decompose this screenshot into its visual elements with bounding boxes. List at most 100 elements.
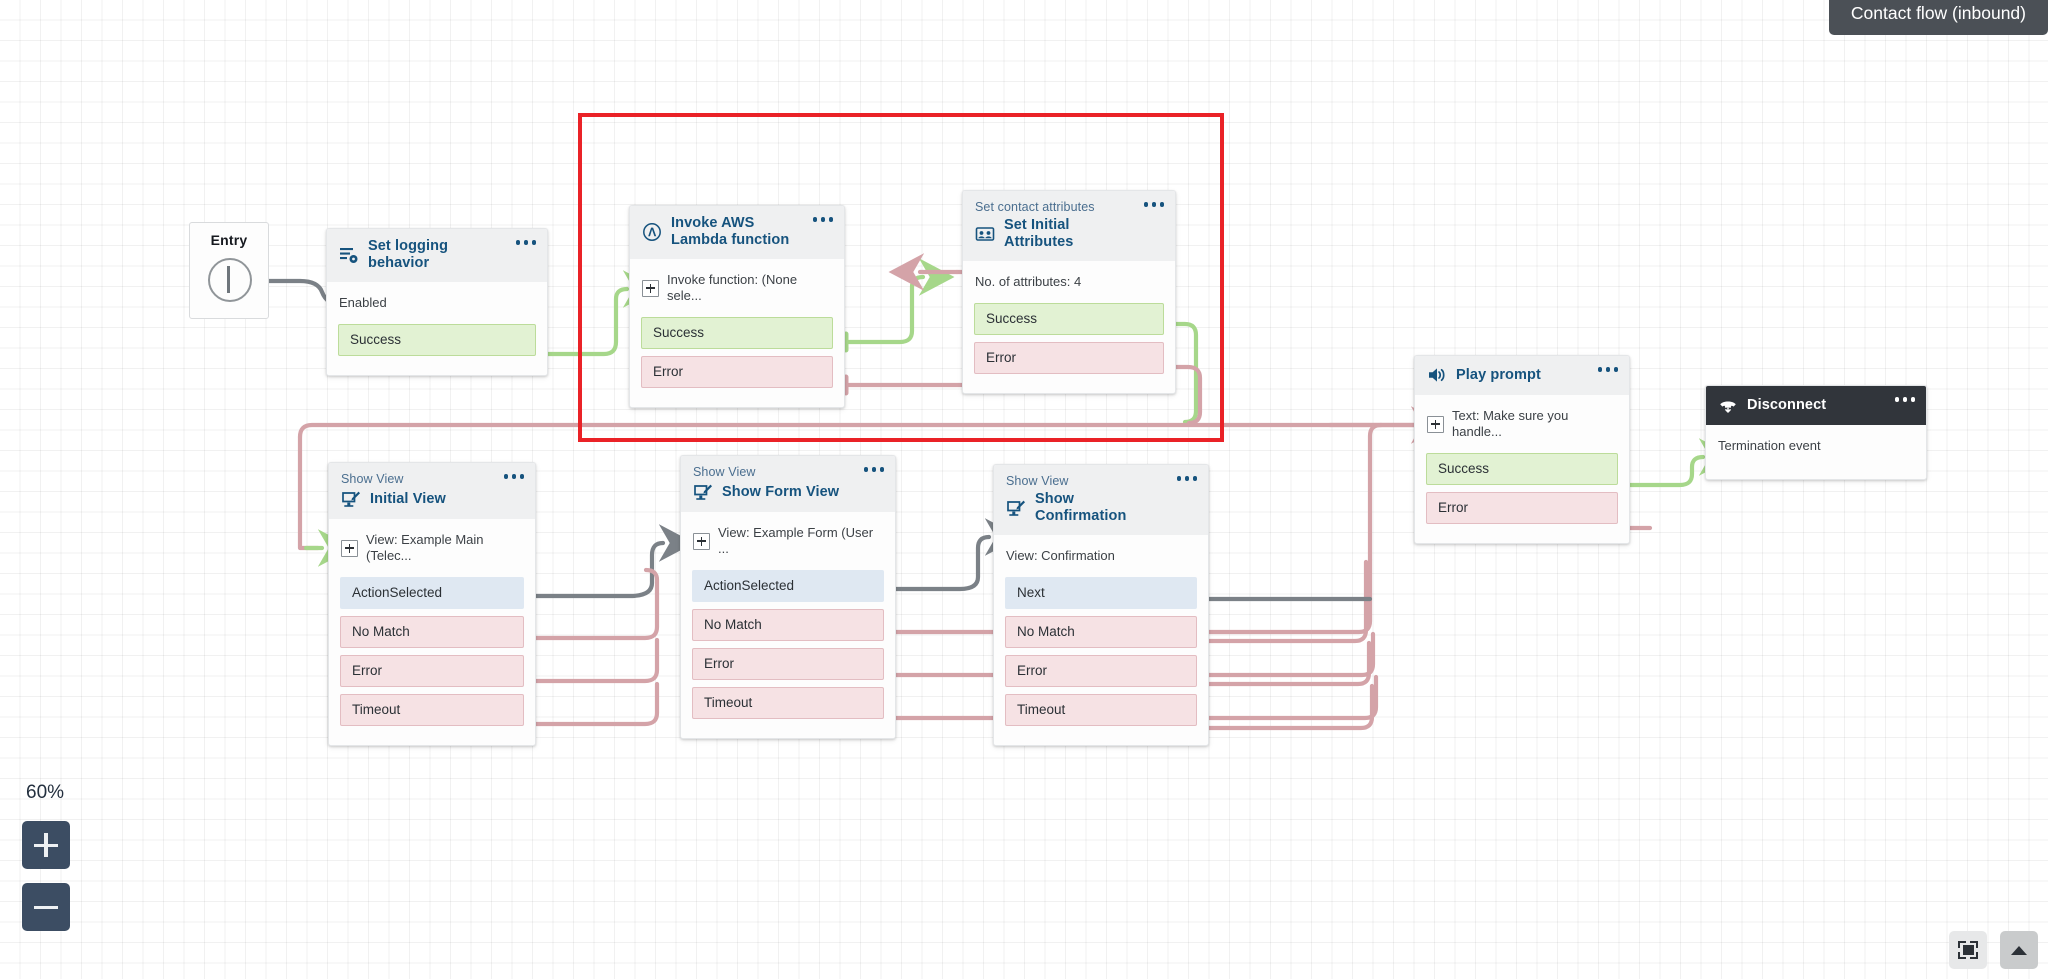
fit-to-screen-icon — [1958, 941, 1978, 959]
port-action-selected[interactable]: ActionSelected — [340, 577, 524, 609]
zoom-in-button[interactable] — [22, 821, 70, 869]
node-param[interactable]: No. of attributes: 4 — [963, 261, 1175, 303]
more-options-icon[interactable] — [1894, 397, 1915, 402]
node-title-text: Disconnect — [1747, 396, 1827, 413]
node-show-form-view[interactable]: Show View Show Form View View: Example F… — [680, 455, 896, 739]
node-param[interactable]: Enabled — [327, 282, 547, 324]
contact-attributes-icon — [975, 227, 995, 241]
zoom-controls: 60% — [22, 782, 70, 945]
node-invoke-aws-lambda-function[interactable]: Invoke AWS Lambda function Invoke functi… — [629, 205, 845, 408]
more-options-icon[interactable] — [1176, 476, 1197, 481]
node-title-row: Set Initial Attributes — [975, 217, 1163, 251]
more-options-icon[interactable] — [812, 217, 833, 222]
node-param[interactable]: View: Confirmation — [994, 535, 1208, 577]
node-param-text: View: Example Form (User ... — [718, 525, 874, 556]
node-title-row: Play prompt — [1427, 365, 1617, 385]
port-no-match[interactable]: No Match — [1005, 616, 1197, 648]
selection-highlight-box — [578, 113, 1224, 442]
node-body: Termination event — [1706, 425, 1926, 479]
more-options-icon[interactable] — [863, 467, 884, 472]
node-body: View: Example Form (User ... ActionSelec… — [681, 512, 895, 738]
collapse-panel-button[interactable] — [2000, 931, 2038, 969]
node-param: Termination event — [1706, 425, 1926, 467]
port-error[interactable]: Error — [974, 342, 1164, 374]
port-error[interactable]: Error — [641, 356, 833, 388]
node-param[interactable]: Invoke function: (None sele... — [630, 259, 844, 317]
zoom-level-label: 60% — [26, 782, 65, 803]
node-title-text: Set logging behavior — [368, 238, 449, 271]
plus-icon[interactable] — [1427, 415, 1444, 433]
node-param-text: Enabled — [339, 295, 387, 310]
node-param[interactable]: View: Example Form (User ... — [681, 512, 895, 570]
node-param[interactable]: View: Example Main (Telec... — [329, 519, 535, 577]
port-success[interactable]: Success — [641, 317, 833, 349]
node-title-text: Play prompt — [1456, 366, 1541, 383]
node-set-initial-attributes[interactable]: Set contact attributes Set Initial Attri… — [962, 190, 1176, 394]
more-options-icon[interactable] — [1597, 367, 1618, 372]
node-initial-view[interactable]: Show View Initial View View: Example Mai… — [328, 462, 536, 746]
entry-label: Entry — [210, 232, 248, 248]
port-error[interactable]: Error — [1005, 655, 1197, 687]
port-timeout[interactable]: Timeout — [692, 687, 884, 719]
port-no-match[interactable]: No Match — [692, 609, 884, 641]
port-error[interactable]: Error — [692, 648, 884, 680]
entry-node[interactable]: Entry — [189, 222, 269, 319]
node-header: Show View Initial View — [329, 463, 535, 519]
node-title-text: Invoke AWS Lambda function — [671, 215, 790, 248]
port-success[interactable]: Success — [338, 324, 536, 356]
canvas-view-controls — [1949, 931, 2038, 969]
more-options-icon[interactable] — [515, 240, 536, 245]
node-header: Disconnect — [1706, 386, 1926, 425]
node-disconnect[interactable]: Disconnect Termination event — [1705, 385, 1927, 480]
port-success[interactable]: Success — [1426, 453, 1618, 485]
node-param-text: View: Example Main (Telec... — [366, 532, 484, 563]
speaker-icon — [1429, 368, 1445, 382]
zoom-out-button[interactable] — [22, 883, 70, 931]
node-header: Set logging behavior — [327, 229, 547, 282]
entry-start-icon — [208, 258, 252, 302]
port-action-selected[interactable]: ActionSelected — [692, 570, 884, 602]
more-options-icon[interactable] — [1143, 202, 1164, 207]
node-param-text: No. of attributes: 4 — [975, 274, 1082, 289]
node-body: Enabled Success — [327, 282, 547, 375]
node-body: Invoke function: (None sele... Success E… — [630, 259, 844, 407]
node-param-text: Text: Make sure you handle... — [1452, 408, 1569, 439]
node-title-row: Show Confirmation — [1006, 491, 1196, 525]
port-error[interactable]: Error — [340, 655, 524, 687]
collapse-panel-icon — [2011, 946, 2027, 955]
node-title-text: Show Form View — [722, 483, 840, 500]
node-kicker: Show View — [693, 465, 756, 479]
lambda-icon — [643, 223, 661, 241]
node-show-confirmation[interactable]: Show View Show Confirmation View: Confir… — [993, 464, 1209, 746]
plus-icon[interactable] — [642, 279, 659, 297]
fit-to-screen-button[interactable] — [1949, 931, 1987, 969]
node-play-prompt[interactable]: Play prompt Text: Make sure you handle..… — [1414, 355, 1630, 544]
node-title-row: Disconnect — [1718, 395, 1914, 415]
show-view-icon — [342, 491, 360, 507]
node-param[interactable]: Text: Make sure you handle... — [1415, 395, 1629, 453]
node-title-row: Show Form View — [693, 482, 883, 502]
node-body: View: Example Main (Telec... ActionSelec… — [329, 519, 535, 745]
node-body: No. of attributes: 4 Success Error — [963, 261, 1175, 393]
logging-icon — [340, 248, 358, 263]
node-header: Invoke AWS Lambda function — [630, 206, 844, 259]
flow-title-badge: Contact flow (inbound) — [1828, 0, 2048, 35]
port-next[interactable]: Next — [1005, 577, 1197, 609]
node-body: Text: Make sure you handle... Success Er… — [1415, 395, 1629, 543]
plus-icon[interactable] — [341, 539, 358, 557]
port-no-match[interactable]: No Match — [340, 616, 524, 648]
node-title-text: Show Confirmation — [1035, 491, 1127, 524]
node-set-logging-behavior[interactable]: Set logging behavior Enabled Success — [326, 228, 548, 376]
more-options-icon[interactable] — [503, 474, 524, 479]
plus-icon[interactable] — [693, 532, 710, 550]
port-timeout[interactable]: Timeout — [340, 694, 524, 726]
port-error[interactable]: Error — [1426, 492, 1618, 524]
node-kicker: Set contact attributes — [975, 200, 1095, 214]
node-kicker: Show View — [1006, 474, 1069, 488]
port-success[interactable]: Success — [974, 303, 1164, 335]
port-timeout[interactable]: Timeout — [1005, 694, 1197, 726]
node-title-row: Initial View — [341, 489, 523, 509]
node-title-text: Initial View — [370, 490, 446, 507]
node-header: Show View Show Form View — [681, 456, 895, 512]
